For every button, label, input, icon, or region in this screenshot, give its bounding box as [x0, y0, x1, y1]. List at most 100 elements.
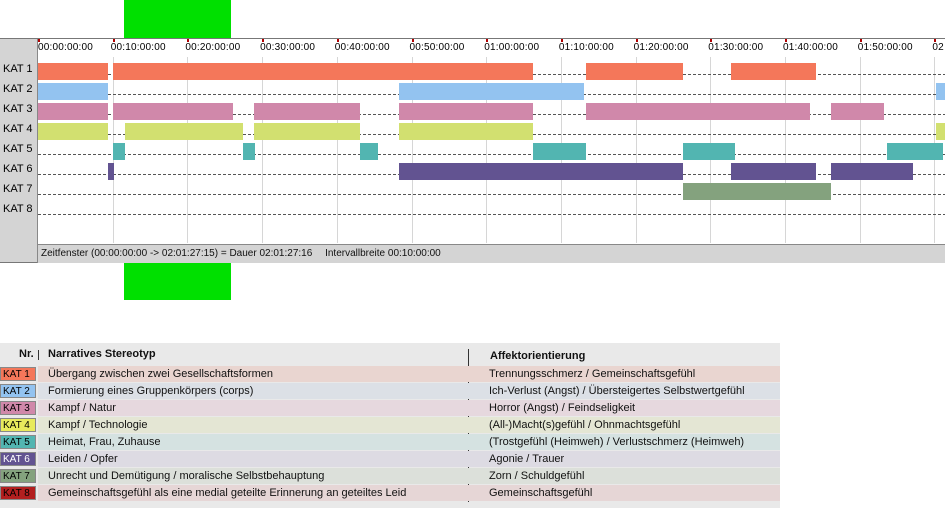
- legend-row: KAT 3 Kampf / Natur Horror (Angst) / Feind…: [0, 400, 780, 416]
- time-tick-label: 01:00:00:00: [484, 42, 540, 53]
- segment-kat-5[interactable]: [886, 143, 944, 160]
- time-tick-label: 00:10:00:00: [110, 42, 166, 53]
- time-tick-mark: [262, 39, 265, 42]
- stereotyp-text: Leiden / Opfer: [48, 453, 118, 465]
- affekt-text: (Trostgefühl (Heimweh) / Verlustschmerz …: [489, 436, 745, 448]
- stereotyp-text: Unrecht und Demütigung / moralische Selb…: [48, 470, 325, 482]
- segment-kat-1[interactable]: [113, 63, 534, 80]
- segment-kat-5[interactable]: [682, 143, 735, 160]
- segment-kat-5[interactable]: [359, 143, 378, 160]
- segment-kat-7[interactable]: [682, 183, 832, 200]
- segment-kat-2[interactable]: [398, 83, 585, 100]
- grid-vertical-line: [336, 57, 338, 243]
- time-tick-mark: [486, 39, 489, 42]
- time-tick-mark: [710, 39, 713, 42]
- legend-header: Nr. Narratives Stereotyp Affektorientier…: [0, 343, 780, 365]
- legend-row-background: [38, 485, 780, 501]
- legend-row: KAT 5 Heimat, Frau, Zuhause (Trostgefühl (…: [0, 434, 780, 450]
- segment-kat-5[interactable]: [242, 143, 255, 160]
- stereotyp-text: Heimat, Frau, Zuhause: [48, 436, 161, 448]
- affekt-text: Ich-Verlust (Angst) / Übersteigertes Sel…: [489, 385, 745, 397]
- segment-kat-1[interactable]: [38, 63, 109, 80]
- stereotyp-text: Kampf / Natur: [48, 402, 116, 414]
- row-label-kat-2: KAT 2: [3, 83, 33, 95]
- segment-kat-2[interactable]: [38, 83, 109, 100]
- row-label-kat-5: KAT 5: [3, 143, 33, 155]
- header-stereotyp: Narratives Stereotyp: [48, 348, 156, 360]
- legend-row-background: [38, 451, 780, 467]
- segment-kat-6[interactable]: [831, 163, 913, 180]
- legend-row-background: [38, 434, 780, 450]
- status-window: Zeitfenster (00:00:00:00 -> 02:01:27:15)…: [41, 248, 313, 259]
- row-guide-line: [38, 194, 945, 195]
- time-tick-label: 02: [932, 42, 944, 53]
- segment-kat-4[interactable]: [253, 123, 360, 140]
- segment-kat-1[interactable]: [585, 63, 684, 80]
- selection-marker-bottom[interactable]: [124, 263, 231, 300]
- legend-row-background: [38, 366, 780, 382]
- row-label-kat-1: KAT 1: [3, 63, 33, 75]
- segment-kat-5[interactable]: [113, 143, 125, 160]
- time-tick-mark: [859, 39, 862, 42]
- grid-vertical-line: [262, 57, 264, 243]
- segment-kat-4[interactable]: [935, 123, 945, 140]
- affekt-text: Gemeinschaftsgefühl: [489, 487, 593, 499]
- row-guide-line: [38, 154, 945, 155]
- affekt-text: Trennungsschmerz / Gemeinschaftsgefühl: [489, 368, 696, 380]
- affekt-text: (All-)Macht(s)gefühl / Ohnmachtsgefühl: [489, 419, 681, 431]
- category-legend-table: Nr. Narratives Stereotyp Affektorientier…: [0, 343, 780, 508]
- segment-kat-6[interactable]: [398, 163, 586, 180]
- status-bar: Zeitfenster (00:00:00:00 -> 02:01:27:15)…: [38, 244, 945, 263]
- segment-kat-3[interactable]: [253, 103, 360, 120]
- time-tick-label: 00:30:00:00: [260, 42, 316, 53]
- segment-kat-3[interactable]: [113, 103, 233, 120]
- category-swatch: KAT 5: [0, 435, 36, 449]
- segment-kat-4[interactable]: [124, 123, 244, 140]
- grid-vertical-line: [859, 57, 861, 243]
- segment-kat-6[interactable]: [585, 163, 684, 180]
- legend-row-background: [38, 417, 780, 433]
- segment-kat-4[interactable]: [38, 123, 109, 140]
- status-interval: Intervallbreite 00:10:00:00: [325, 248, 441, 259]
- segment-kat-6[interactable]: [731, 163, 816, 180]
- row-label-kat-4: KAT 4: [3, 123, 33, 135]
- time-tick-label: 01:10:00:00: [558, 42, 614, 53]
- category-swatch: KAT 3: [0, 401, 36, 415]
- time-tick-mark: [785, 39, 787, 42]
- segment-kat-2[interactable]: [935, 83, 945, 100]
- time-tick-mark: [112, 39, 115, 42]
- segment-kat-6[interactable]: [108, 163, 115, 180]
- time-tick-mark: [635, 39, 638, 42]
- segment-kat-3[interactable]: [398, 103, 534, 120]
- selection-marker-top[interactable]: [124, 0, 231, 38]
- grid-vertical-line: [411, 57, 413, 243]
- category-swatch: KAT 1: [0, 367, 36, 381]
- row-label-kat-8: KAT 8: [3, 203, 33, 215]
- time-tick-mark: [187, 39, 190, 42]
- legend-row-background: [38, 400, 780, 416]
- affekt-text: Horror (Angst) / Feindseligkeit: [489, 402, 636, 414]
- segment-kat-5[interactable]: [533, 143, 586, 160]
- time-tick-label: 01:30:00:00: [708, 42, 764, 53]
- segment-kat-3[interactable]: [831, 103, 885, 120]
- segment-kat-3[interactable]: [585, 103, 811, 120]
- time-tick-mark: [336, 39, 339, 42]
- header-nr: Nr.: [19, 348, 34, 360]
- segment-kat-3[interactable]: [38, 103, 109, 120]
- time-tick-mark: [411, 39, 414, 42]
- header-affektorientierung: Affektorientierung: [490, 350, 586, 362]
- time-tick-label: 01:20:00:00: [633, 42, 689, 53]
- category-swatch: KAT 6: [0, 452, 36, 466]
- row-label-kat-7: KAT 7: [3, 183, 33, 195]
- time-tick-label: 00:50:00:00: [409, 42, 465, 53]
- time-tick-label: 00:20:00:00: [185, 42, 241, 53]
- legend-row-background: [38, 383, 780, 399]
- segment-kat-1[interactable]: [731, 63, 816, 80]
- segment-kat-4[interactable]: [398, 123, 534, 140]
